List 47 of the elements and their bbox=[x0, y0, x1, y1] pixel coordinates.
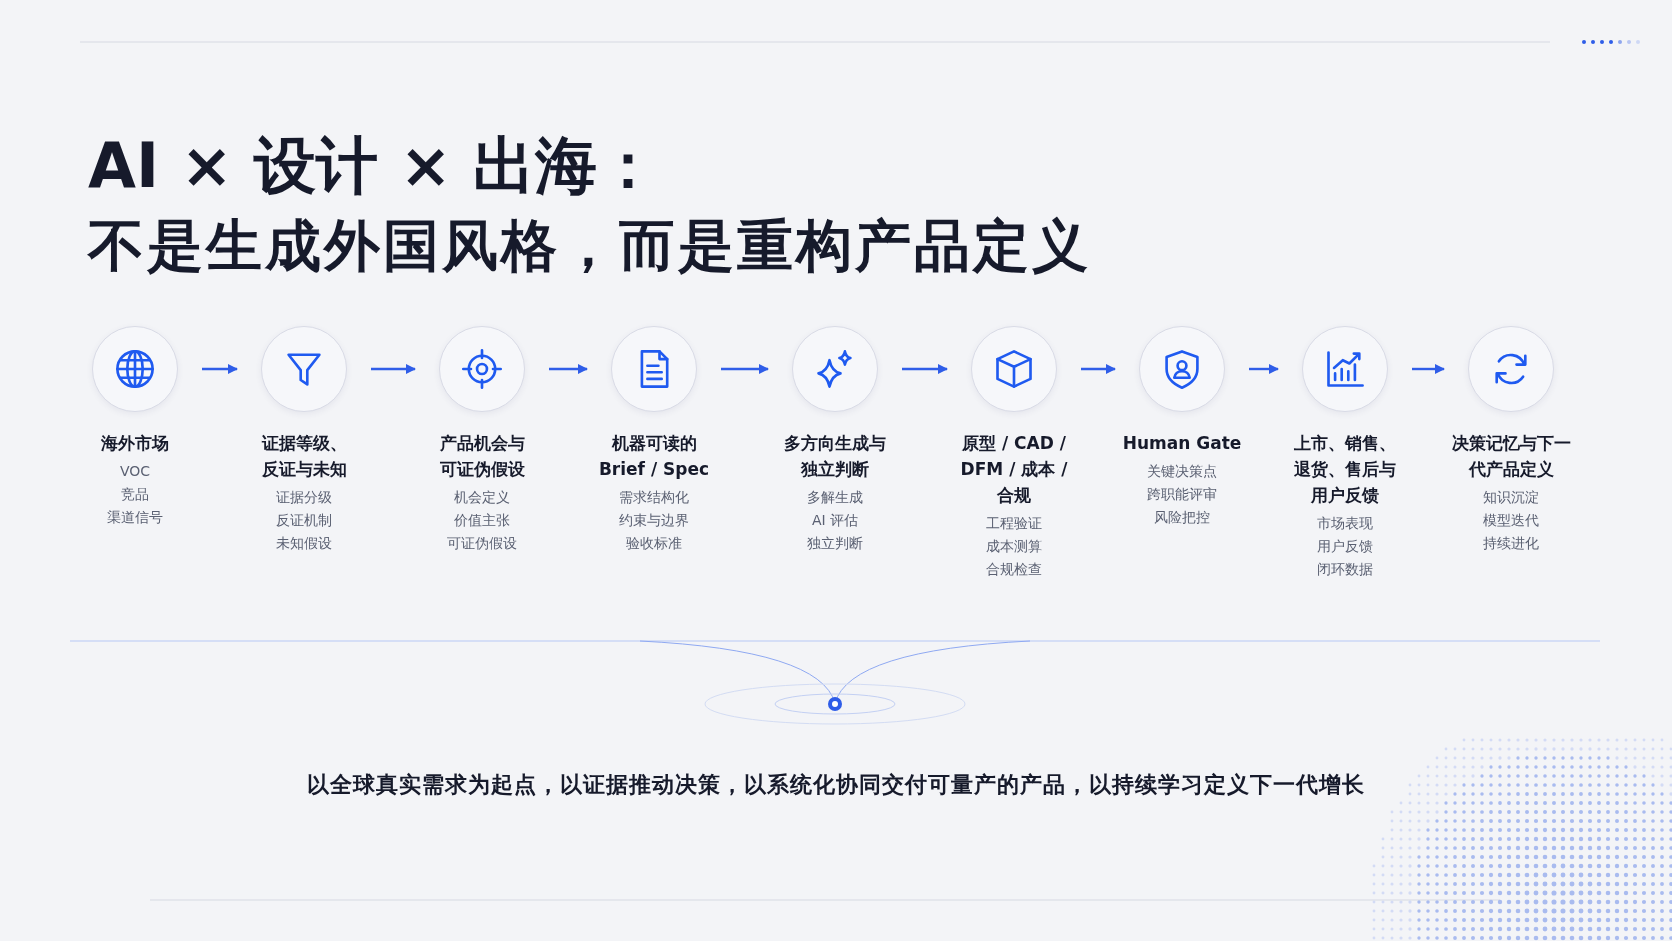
step-detail: 反证机制 bbox=[276, 511, 332, 530]
step-title: 原型 / CAD / DFM / 成本 / 合规 bbox=[959, 432, 1069, 507]
arrow bbox=[1081, 364, 1116, 374]
step-detail: 需求结构化 bbox=[619, 488, 689, 507]
step-detail: 用户反馈 bbox=[1317, 537, 1373, 556]
step-detail: 约束与边界 bbox=[619, 511, 689, 530]
arrow bbox=[721, 364, 769, 374]
step-title: 海外市场 bbox=[100, 432, 170, 455]
step-detail: AI 评估 bbox=[811, 511, 859, 530]
step-detail: 多解生成 bbox=[807, 488, 863, 507]
step-detail: 关键决策点 bbox=[1147, 462, 1217, 481]
arrow bbox=[1249, 364, 1279, 374]
step-detail: 渠道信号 bbox=[107, 508, 163, 527]
step-detail: 可证伪假设 bbox=[447, 534, 517, 553]
step-detail: 持续进化 bbox=[1483, 534, 1539, 553]
step-title: 产品机会与可证伪假设 bbox=[438, 432, 526, 481]
step-detail: 风险把控 bbox=[1154, 508, 1210, 527]
step-detail: 工程验证 bbox=[986, 514, 1042, 533]
step-title: 证据等级、反证与未知 bbox=[260, 432, 348, 481]
step-title: 多方向生成与独立判断 bbox=[783, 432, 887, 481]
step-detail: 价值主张 bbox=[454, 511, 510, 530]
step-title: 上市、销售、退货、售后与用户反馈 bbox=[1293, 432, 1397, 507]
arrow bbox=[902, 364, 948, 374]
step-detail: 闭环数据 bbox=[1317, 560, 1373, 579]
step-detail: 合规检查 bbox=[986, 560, 1042, 579]
arrow bbox=[202, 364, 238, 374]
subtitle: 不是生成外国风格，而是重构产品定义 bbox=[88, 212, 1091, 280]
arrow bbox=[549, 364, 588, 374]
step-title: Human Gate bbox=[1122, 432, 1242, 455]
arrow bbox=[371, 364, 416, 374]
title: AI × 设计 × 出海： bbox=[88, 128, 660, 204]
step-detail: 竞品 bbox=[121, 485, 149, 504]
step-detail: 验收标准 bbox=[626, 534, 682, 553]
caption: 以全球真实需求为起点，以证据推动决策，以系统化协同交付可量产的产品，以持续学习定义下一代增长 bbox=[306, 771, 1366, 799]
step-title: 机器可读的 Brief / Spec bbox=[597, 432, 711, 481]
step-detail: 跨职能评审 bbox=[1147, 485, 1217, 504]
step-detail: VOC bbox=[119, 462, 151, 481]
step-detail: 知识沉淀 bbox=[1483, 488, 1539, 507]
step-detail: 独立判断 bbox=[807, 534, 863, 553]
step-detail: 机会定义 bbox=[454, 488, 510, 507]
step-detail: 证据分级 bbox=[276, 488, 332, 507]
step-detail: 市场表现 bbox=[1317, 514, 1373, 533]
arrow bbox=[1412, 364, 1445, 374]
step-detail: 未知假设 bbox=[276, 534, 332, 553]
step-detail: 模型迭代 bbox=[1483, 511, 1539, 530]
step-detail: 成本测算 bbox=[986, 537, 1042, 556]
step-title: 决策记忆与下一代产品定义 bbox=[1450, 432, 1572, 481]
